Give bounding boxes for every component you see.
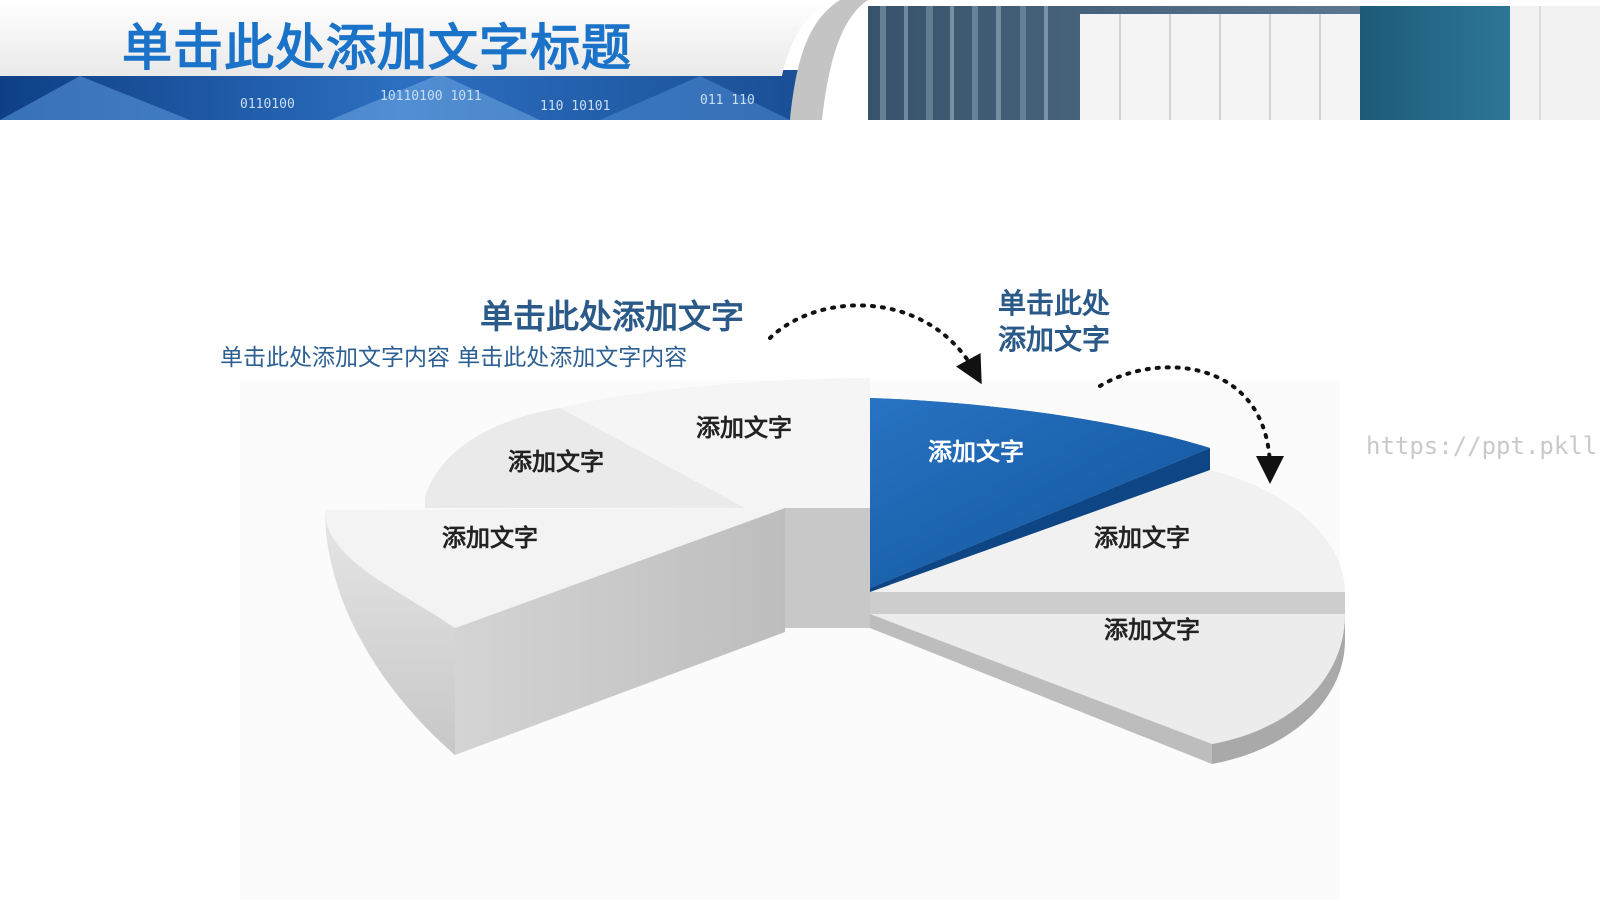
segment-label-back-center[interactable]: 添加文字 bbox=[696, 414, 792, 442]
strip-facet bbox=[330, 74, 540, 120]
segment-side-face bbox=[870, 592, 1345, 614]
segment-label-right-lower[interactable]: 添加文字 bbox=[1104, 616, 1200, 644]
segment-side-face bbox=[455, 508, 785, 755]
dotted-arrow-icon bbox=[768, 303, 982, 385]
watermark-text: https://ppt.pkll.de bbox=[1366, 432, 1600, 460]
segment-side-face bbox=[782, 508, 870, 628]
segment-label-back-left[interactable]: 添加文字 bbox=[508, 448, 604, 476]
binary-text: 110 10101 bbox=[540, 99, 610, 114]
header-banner: 0110100 10110100 1011 110 10101 011 110 bbox=[0, 0, 1600, 120]
segment-curved-side bbox=[325, 510, 455, 755]
photo-texture bbox=[880, 6, 1048, 120]
callout-heading-right[interactable]: 单击此处 添加文字 bbox=[998, 286, 1110, 358]
callout-right-line1: 单击此处 bbox=[998, 287, 1111, 320]
title-plate bbox=[0, 0, 840, 76]
exploded-pie-diagram bbox=[240, 303, 1345, 900]
pie-segment-back-center[interactable] bbox=[560, 378, 870, 628]
binary-text: 10110100 1011 bbox=[380, 89, 482, 104]
callout-subtext-left[interactable]: 单击此处添加文字内容 单击此处添加文字内容 bbox=[220, 345, 688, 371]
pie-segment-back-left[interactable] bbox=[425, 408, 782, 508]
segment-label-right-upper[interactable]: 添加文字 bbox=[1094, 524, 1190, 552]
dotted-arrow-icon bbox=[1098, 365, 1284, 484]
banner-divider bbox=[790, 0, 868, 120]
segment-curved-side bbox=[1212, 614, 1345, 764]
pie-segment-right-lower[interactable] bbox=[870, 614, 1345, 764]
binary-text: 0110100 bbox=[240, 97, 295, 112]
strip-facet bbox=[0, 76, 190, 120]
strip-facet bbox=[600, 76, 790, 120]
binary-text: 011 110 bbox=[700, 93, 755, 108]
teal-panel bbox=[1360, 6, 1510, 120]
pie-segment-front-left[interactable] bbox=[325, 508, 785, 755]
segment-label-front-left[interactable]: 添加文字 bbox=[442, 524, 538, 552]
header-background: 0110100 10110100 1011 110 10101 011 110 bbox=[0, 0, 1600, 120]
right-panel bbox=[1510, 6, 1600, 120]
page-title[interactable]: 单击此处添加文字标题 bbox=[122, 19, 632, 77]
pie-segment-right-upper[interactable] bbox=[870, 470, 1345, 614]
callout-heading-left[interactable]: 单击此处添加文字 bbox=[480, 297, 744, 336]
callout-right-line2: 添加文字 bbox=[998, 323, 1111, 356]
blind-lines bbox=[1119, 14, 1321, 120]
segment-label-highlight[interactable]: 添加文字 bbox=[928, 438, 1024, 466]
